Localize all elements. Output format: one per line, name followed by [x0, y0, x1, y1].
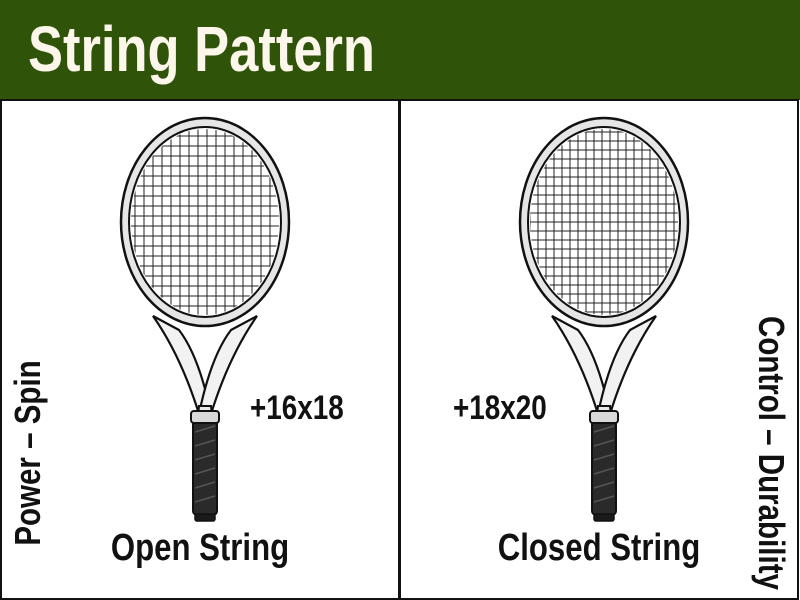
tennis-racket-open-icon	[119, 116, 291, 522]
string-pattern-closed: +18x20	[453, 389, 547, 427]
caption-closed-string: Closed String	[497, 527, 701, 569]
open-string-panel: Power – Spin	[0, 99, 400, 600]
string-pattern-open: +16x18	[250, 389, 344, 427]
side-label-power-spin: Power – Spin	[7, 360, 48, 546]
header-bar: String Pattern	[0, 0, 800, 100]
caption-open-string: Open String	[110, 527, 290, 569]
closed-string-panel: Control – Durability	[399, 99, 799, 600]
page-title: String Pattern	[28, 13, 375, 85]
tennis-racket-closed-icon	[518, 116, 690, 522]
